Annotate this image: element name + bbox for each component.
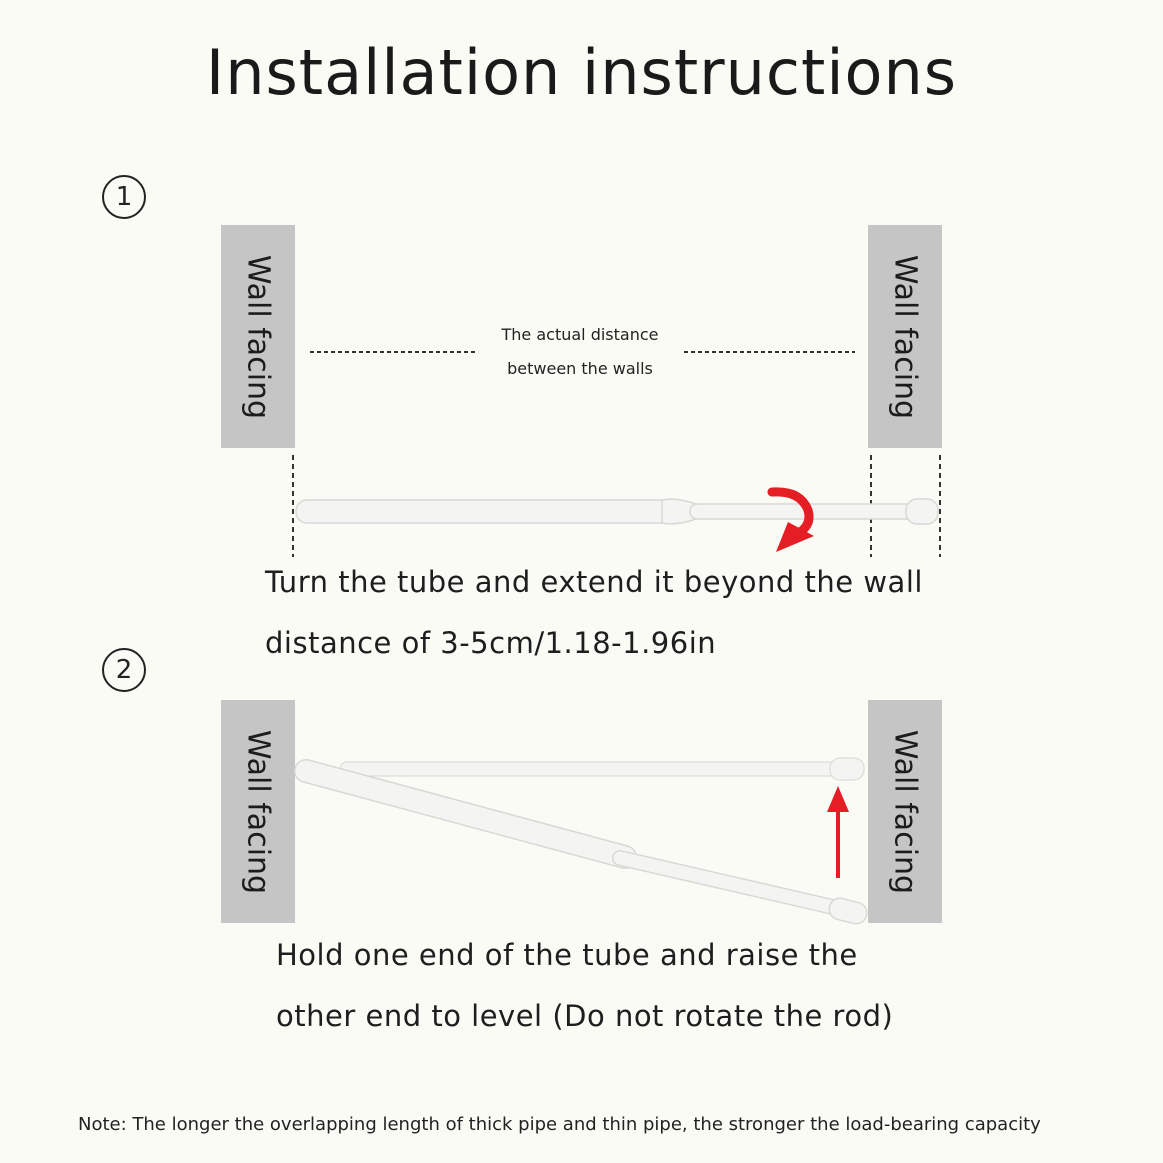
step-2-instruction-line2: other end to level (Do not rotate the ro… (276, 999, 894, 1033)
step-1-instruction-line2: distance of 3-5cm/1.18-1.96in (265, 626, 717, 660)
step-2-tilted-rod (294, 759, 868, 925)
step-1-left-wall: Wall facing (221, 225, 295, 448)
wall-distance-label-line1: The actual distance (501, 325, 659, 344)
step-2-instruction-line1: Hold one end of the tube and raise the (276, 938, 858, 972)
step-1-instruction-line1: Turn the tube and extend it beyond the w… (265, 565, 923, 599)
step-2-right-wall: Wall facing (868, 700, 942, 923)
rotate-arrow-icon (767, 487, 814, 552)
wall-distance-label-line2: between the walls (507, 359, 653, 378)
step-2-left-wall: Wall facing (221, 700, 295, 923)
wall-distance-label: The actual distance between the walls (470, 318, 690, 386)
step-1-right-wall: Wall facing (868, 225, 942, 448)
step-1-instruction: Turn the tube and extend it beyond the w… (265, 552, 965, 674)
step-2-instruction: Hold one end of the tube and raise the o… (276, 925, 976, 1047)
footer-note: Note: The longer the overlapping length … (78, 1114, 1041, 1135)
page-title: Installation instructions (205, 36, 958, 109)
step-2-number: 2 (102, 648, 146, 692)
step-1-number: 1 (102, 175, 146, 219)
step-2-level-rod (339, 757, 865, 781)
raise-arrow-icon (827, 786, 849, 878)
